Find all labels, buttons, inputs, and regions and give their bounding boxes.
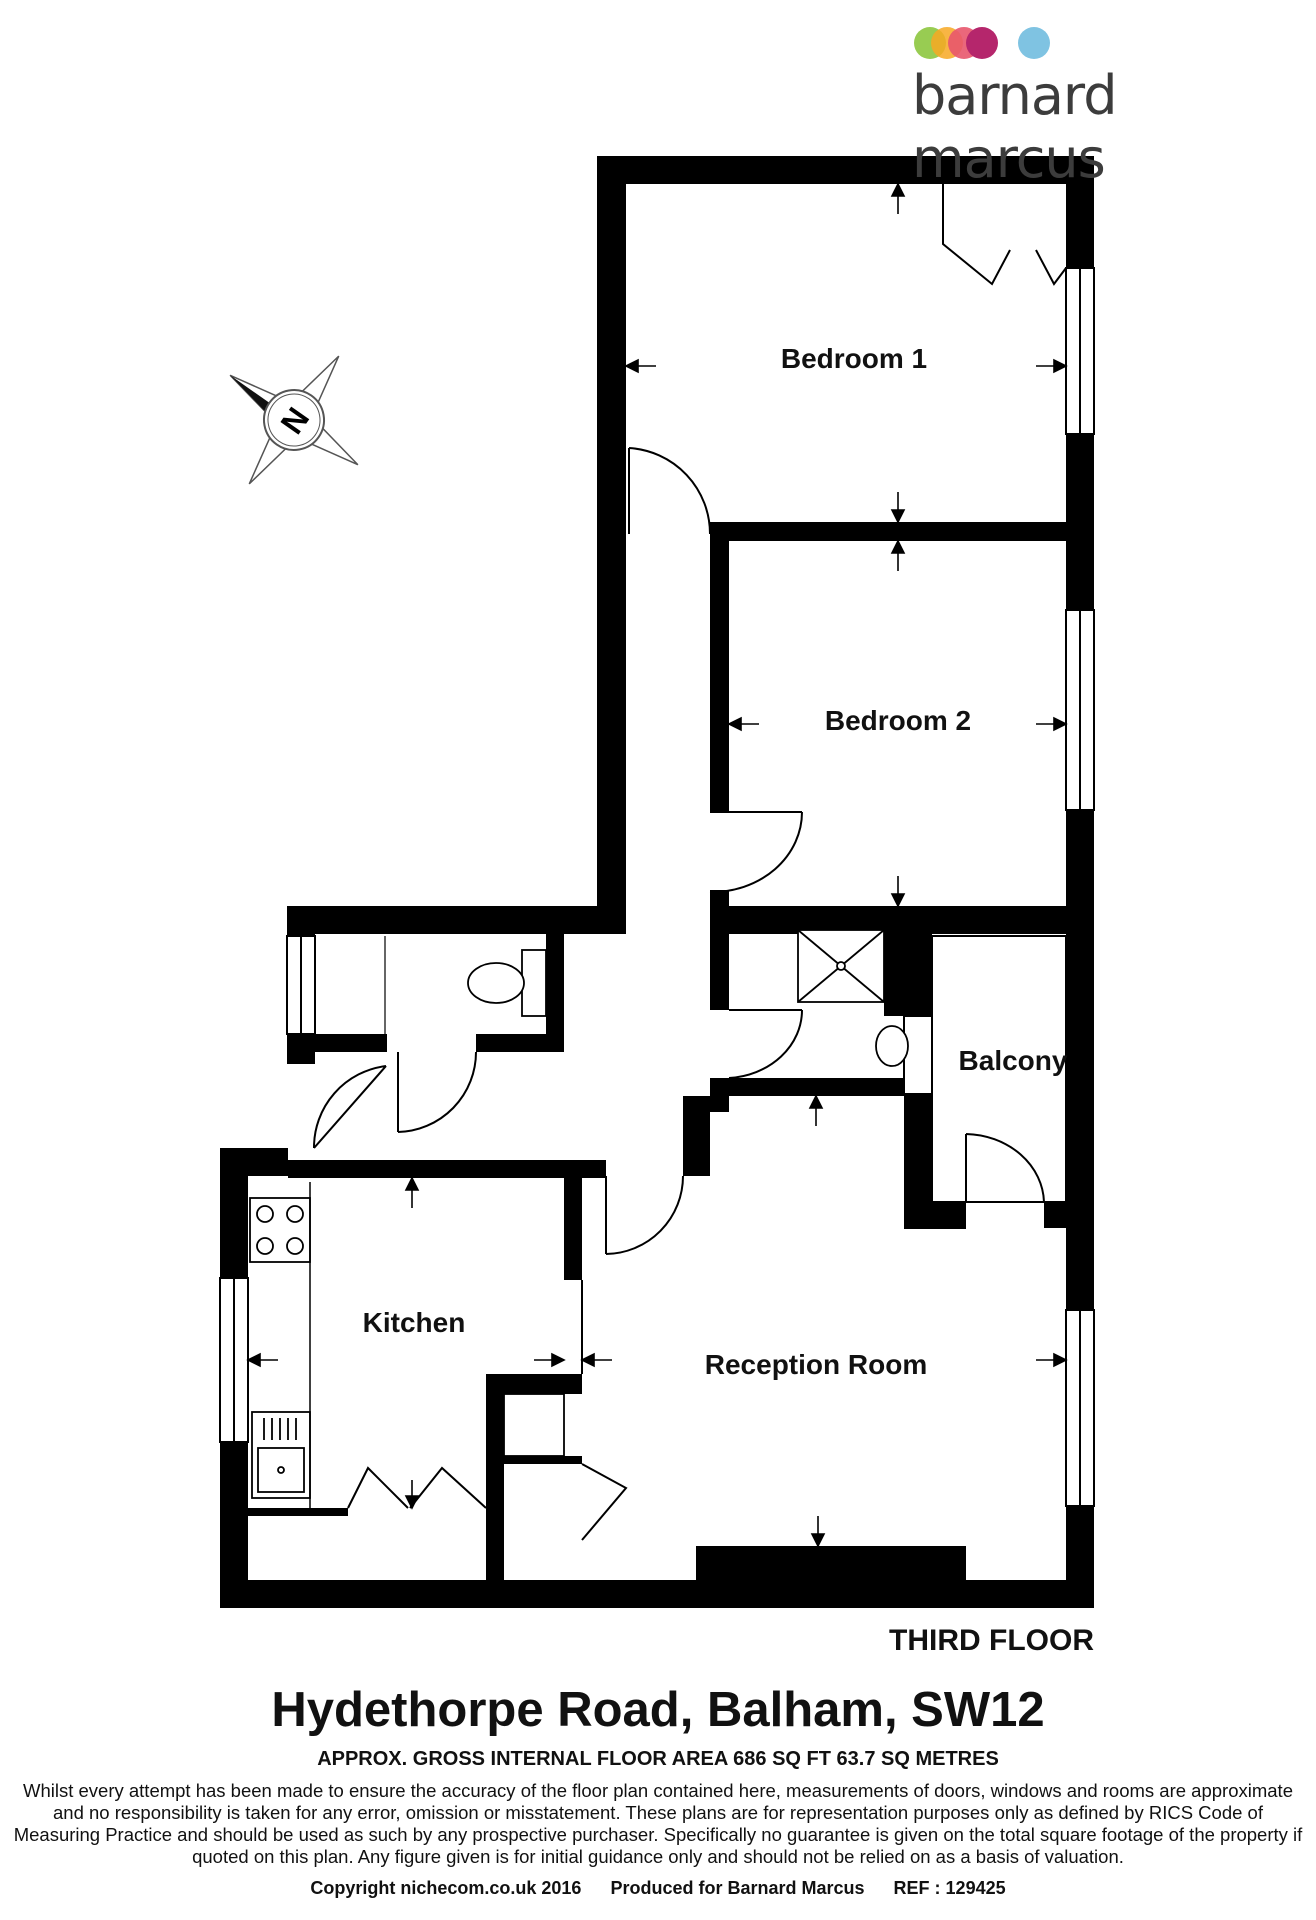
basin-icon: [875, 1025, 909, 1067]
room-label-reception: Reception Room: [705, 1349, 927, 1380]
floor-label: THIRD FLOOR: [889, 1624, 1094, 1657]
sink-drainer: [263, 1418, 297, 1440]
room-label-bedroom1: Bedroom 1: [781, 343, 927, 374]
wc-door: [397, 1051, 477, 1133]
room-label-bedroom2: Bedroom 2: [825, 705, 971, 736]
toilet-bowl: [467, 962, 525, 1004]
room-label-kitchen: Kitchen: [363, 1307, 466, 1338]
room-label-balcony: Balcony: [959, 1045, 1068, 1076]
property-address: Hydethorpe Road, Balham, SW12: [271, 1683, 1045, 1737]
shower-door: [728, 1009, 804, 1079]
store-door: [581, 1463, 628, 1541]
walls: [220, 156, 1094, 1608]
hall-reception-door: [605, 1175, 684, 1255]
brand-dot-magenta: [966, 27, 998, 59]
cupboard-door-left: [347, 1466, 409, 1509]
brand-dot-blue: [1018, 27, 1050, 59]
windows: [219, 267, 1095, 1507]
cupboard-door-right: [409, 1466, 487, 1509]
bedroom2-door: [709, 811, 803, 894]
door-swings: [312, 184, 1067, 1541]
entrance-door: [312, 1065, 387, 1149]
bedroom1-door: [628, 447, 712, 535]
balcony-door: [965, 1133, 1045, 1203]
compass-icon: [229, 355, 359, 485]
footer-copyright: Copyright nichecom.co.uk 2016: [310, 1878, 582, 1898]
fixtures: [249, 929, 909, 1508]
toilet-cistern: [521, 949, 547, 1017]
disclaimer-text: Whilst every attempt has been made to en…: [13, 1780, 1303, 1867]
footer-ref: REF : 129425: [893, 1878, 1006, 1898]
shower-window: [903, 1015, 933, 1095]
footer-produced: Produced for Barnard Marcus: [610, 1878, 865, 1898]
balcony-opening: [931, 935, 1067, 1203]
brand-dots-logo: [914, 27, 1050, 59]
measurement-arrows: [246, 182, 1068, 1548]
footer: Copyright nichecom.co.uk 2016 Produced f…: [0, 1878, 1316, 1899]
floor-area: APPROX. GROSS INTERNAL FLOOR AREA 686 SQ…: [317, 1748, 999, 1770]
wardrobe-door: [942, 184, 1067, 286]
brand-wordmark: barnard marcus: [912, 64, 1117, 190]
